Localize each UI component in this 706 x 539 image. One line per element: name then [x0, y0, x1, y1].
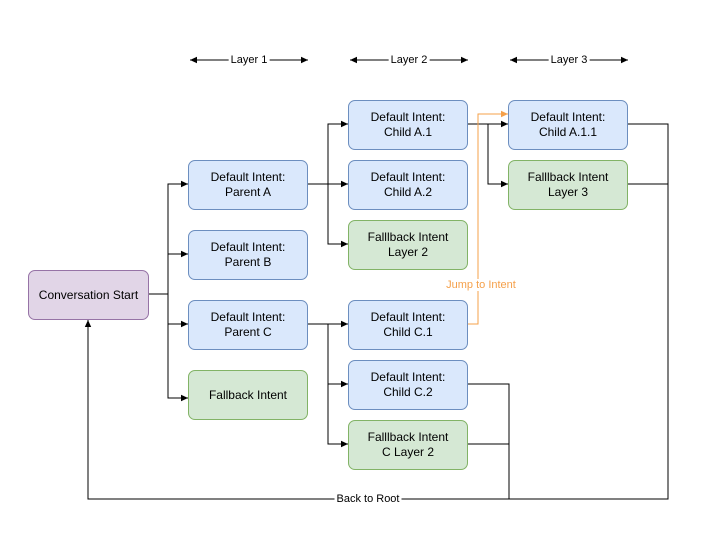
edge-start-to-parent-c	[167, 294, 188, 328]
layer1-label: Layer 1	[228, 54, 270, 66]
node-parent-a[interactable]: Default Intent: Parent A	[188, 160, 308, 210]
node-child-a2[interactable]: Default Intent: Child A.2	[348, 160, 468, 210]
edge-start-to-parent-a	[148, 180, 188, 295]
edge-parent-a-to-fallback-l2	[327, 184, 348, 248]
edge-child-a11-back-to-root	[84, 123, 669, 500]
edge-child-c2-back-to-root	[468, 383, 510, 499]
node-fallback-intent[interactable]: Fallback Intent	[188, 370, 308, 420]
edge-child-a1-to-fallback-l3	[487, 124, 508, 188]
jump-to-intent-label: Jump to Intent	[444, 279, 518, 291]
edge-start-to-fallback	[167, 324, 188, 402]
node-child-a1[interactable]: Default Intent: Child A.1	[348, 100, 468, 150]
node-parent-b[interactable]: Default Intent: Parent B	[188, 230, 308, 280]
node-child-c2[interactable]: Default Intent: Child C.2	[348, 360, 468, 410]
edge-jump-to-intent	[468, 110, 508, 325]
edge-parent-c-to-child-c2	[327, 324, 348, 388]
node-conversation-start[interactable]: Conversation Start	[28, 270, 149, 320]
edge-parent-a-to-child-a1	[308, 120, 348, 185]
node-child-a11[interactable]: Default Intent: Child A.1.1	[508, 100, 628, 150]
node-child-c1[interactable]: Default Intent: Child C.1	[348, 300, 468, 350]
layer2-label: Layer 2	[388, 54, 430, 66]
back-to-root-label: Back to Root	[334, 493, 402, 505]
node-fallback-layer2[interactable]: Falllback Intent Layer 2	[348, 220, 468, 270]
edge-parent-c-to-fallback-c-l2	[327, 384, 348, 448]
node-fallback-c-layer2[interactable]: Falllback Intent C Layer 2	[348, 420, 468, 470]
node-fallback-layer3[interactable]: Falllback Intent Layer 3	[508, 160, 628, 210]
layer3-label: Layer 3	[548, 54, 590, 66]
node-parent-c[interactable]: Default Intent: Parent C	[188, 300, 308, 350]
